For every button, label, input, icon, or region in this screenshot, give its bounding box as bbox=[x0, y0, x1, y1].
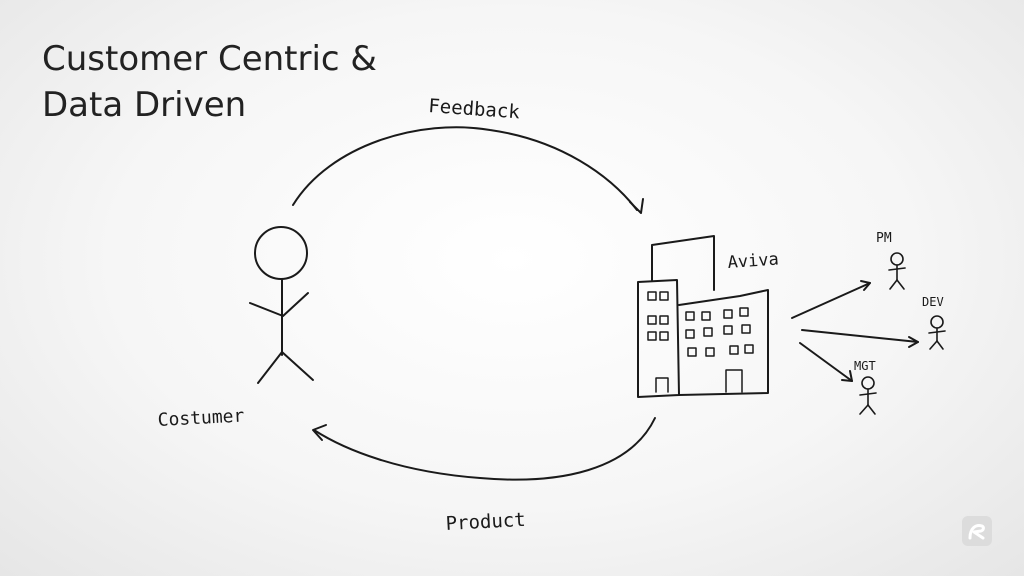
mgt-figure-icon bbox=[859, 376, 877, 415]
brand-logo-icon bbox=[962, 516, 992, 546]
slide-title: Customer Centric & Data Driven bbox=[42, 36, 377, 128]
dev-label: DEV bbox=[922, 295, 944, 309]
customer-label: Costumer bbox=[157, 405, 245, 431]
product-arrow bbox=[313, 417, 656, 481]
title-line-1: Customer Centric & bbox=[42, 39, 377, 79]
product-label: Product bbox=[445, 509, 526, 535]
mgt-label: MGT bbox=[854, 359, 876, 373]
dev-figure-icon bbox=[928, 315, 946, 350]
feedback-arrow bbox=[292, 126, 638, 211]
feedback-label: Feedback bbox=[428, 95, 521, 123]
company-building-icon bbox=[637, 235, 769, 398]
company-label: Aviva bbox=[727, 249, 779, 273]
customer-figure-icon bbox=[249, 226, 314, 384]
product-arrowhead bbox=[312, 424, 327, 441]
arrow-to-pm bbox=[791, 282, 871, 319]
pm-label: PM bbox=[876, 231, 892, 246]
feedback-arrowhead bbox=[629, 198, 644, 214]
title-line-2: Data Driven bbox=[42, 85, 247, 125]
arrow-to-dev bbox=[801, 329, 919, 343]
pm-figure-icon bbox=[888, 252, 906, 290]
arrow-to-mgt bbox=[799, 342, 853, 382]
